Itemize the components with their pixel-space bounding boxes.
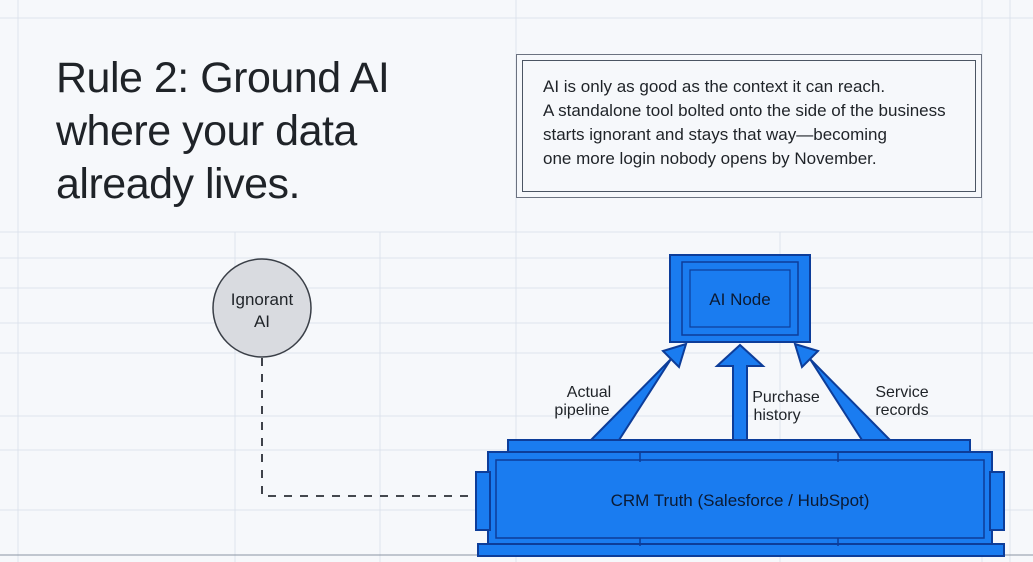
edge-label-purchase-line-2: history (753, 407, 800, 424)
ai-node: AI Node (669, 254, 811, 343)
callout-text: AI is only as good as the context it can… (522, 60, 976, 192)
arrow-pipeline (588, 342, 688, 441)
page-title: Rule 2: Ground AI where your data alread… (56, 52, 390, 211)
edge-label-purchase-line-1: Purchase (752, 389, 820, 406)
title-line-2: where your data (56, 107, 357, 155)
arrow-service (793, 342, 893, 441)
callout-line-2: A standalone tool bolted onto the side o… (543, 101, 946, 120)
ai-node-label: AI Node (709, 290, 770, 309)
callout-line-4: one more login nobody opens by November. (543, 149, 877, 168)
ignorant-ai-label-line-2: AI (254, 312, 270, 331)
ignorant-ai-node: Ignorant AI (212, 258, 312, 358)
edge-label-pipeline-line-2: pipeline (554, 402, 609, 419)
crm-node (475, 439, 1005, 557)
dashed-connector (261, 358, 478, 497)
callout-line-1: AI is only as good as the context it can… (543, 77, 886, 96)
arrow-purchase (714, 343, 766, 441)
edge-label-service-line-1: Service (875, 384, 928, 401)
edge-label-pipeline-line-1: Actual (567, 384, 611, 401)
crm-node-label: CRM Truth (Salesforce / HubSpot) (611, 491, 870, 510)
title-line-1: Rule 2: Ground AI (56, 54, 390, 102)
ignorant-ai-label-line-1: Ignorant (231, 290, 294, 309)
callout-line-3: starts ignorant and stays that way—becom… (543, 125, 887, 144)
edge-label-service-line-2: records (875, 402, 928, 419)
title-line-3: already lives. (56, 160, 300, 208)
callout-box: AI is only as good as the context it can… (516, 54, 982, 198)
